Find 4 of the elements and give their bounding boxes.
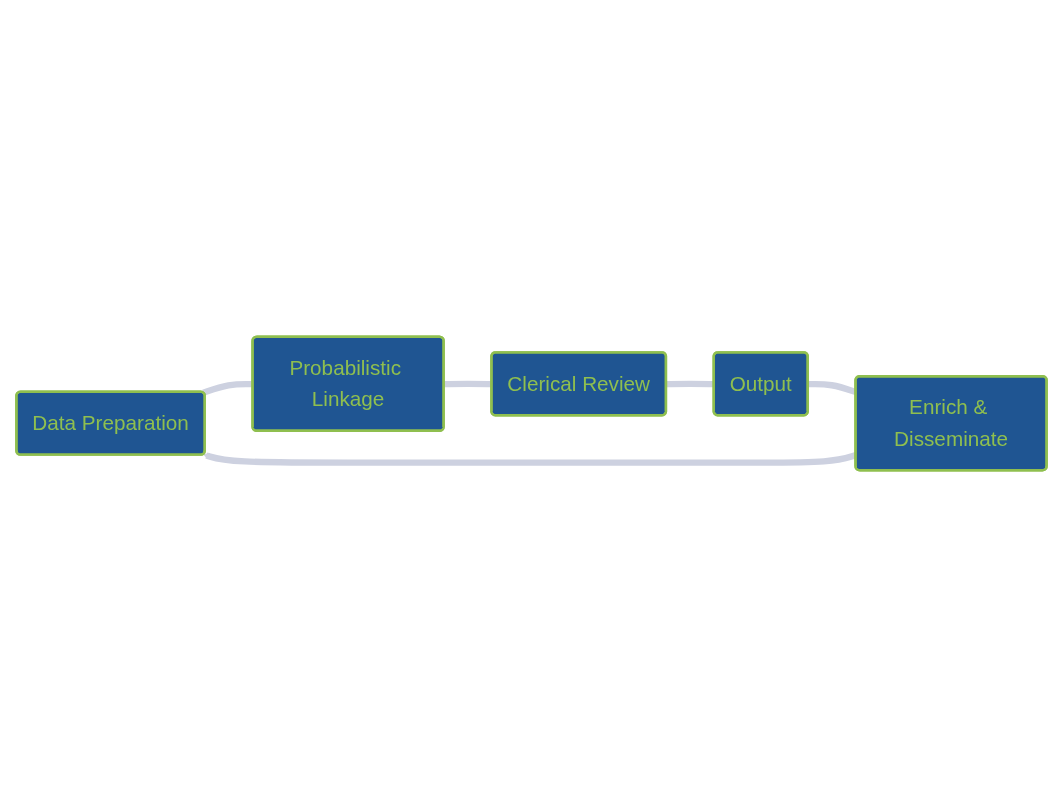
connector — [444, 380, 492, 388]
connector — [202, 380, 253, 396]
connector — [808, 380, 857, 396]
connector — [666, 380, 715, 388]
